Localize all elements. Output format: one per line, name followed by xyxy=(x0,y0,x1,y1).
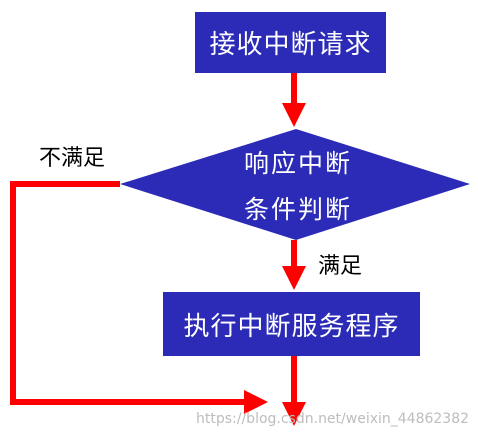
not-satisfied-label: 不满足 xyxy=(39,146,106,171)
receive-interrupt-request-label: 接收中断请求 xyxy=(209,30,372,60)
arrow-not-satisfied-path xyxy=(10,181,268,414)
decision-label-line1: 响应中断 xyxy=(243,149,352,178)
execute-interrupt-service-label: 执行中断服务程序 xyxy=(183,311,400,342)
execute-interrupt-service-box: 执行中断服务程序 xyxy=(163,292,420,356)
decision-label-line2: 条件判断 xyxy=(243,195,352,224)
satisfied-label: 满足 xyxy=(318,254,363,279)
receive-interrupt-request-box: 接收中断请求 xyxy=(195,12,386,73)
decision-diamond xyxy=(120,129,470,240)
watermark-text: https://blog.csdn.net/weixin_44862382 xyxy=(196,411,470,427)
